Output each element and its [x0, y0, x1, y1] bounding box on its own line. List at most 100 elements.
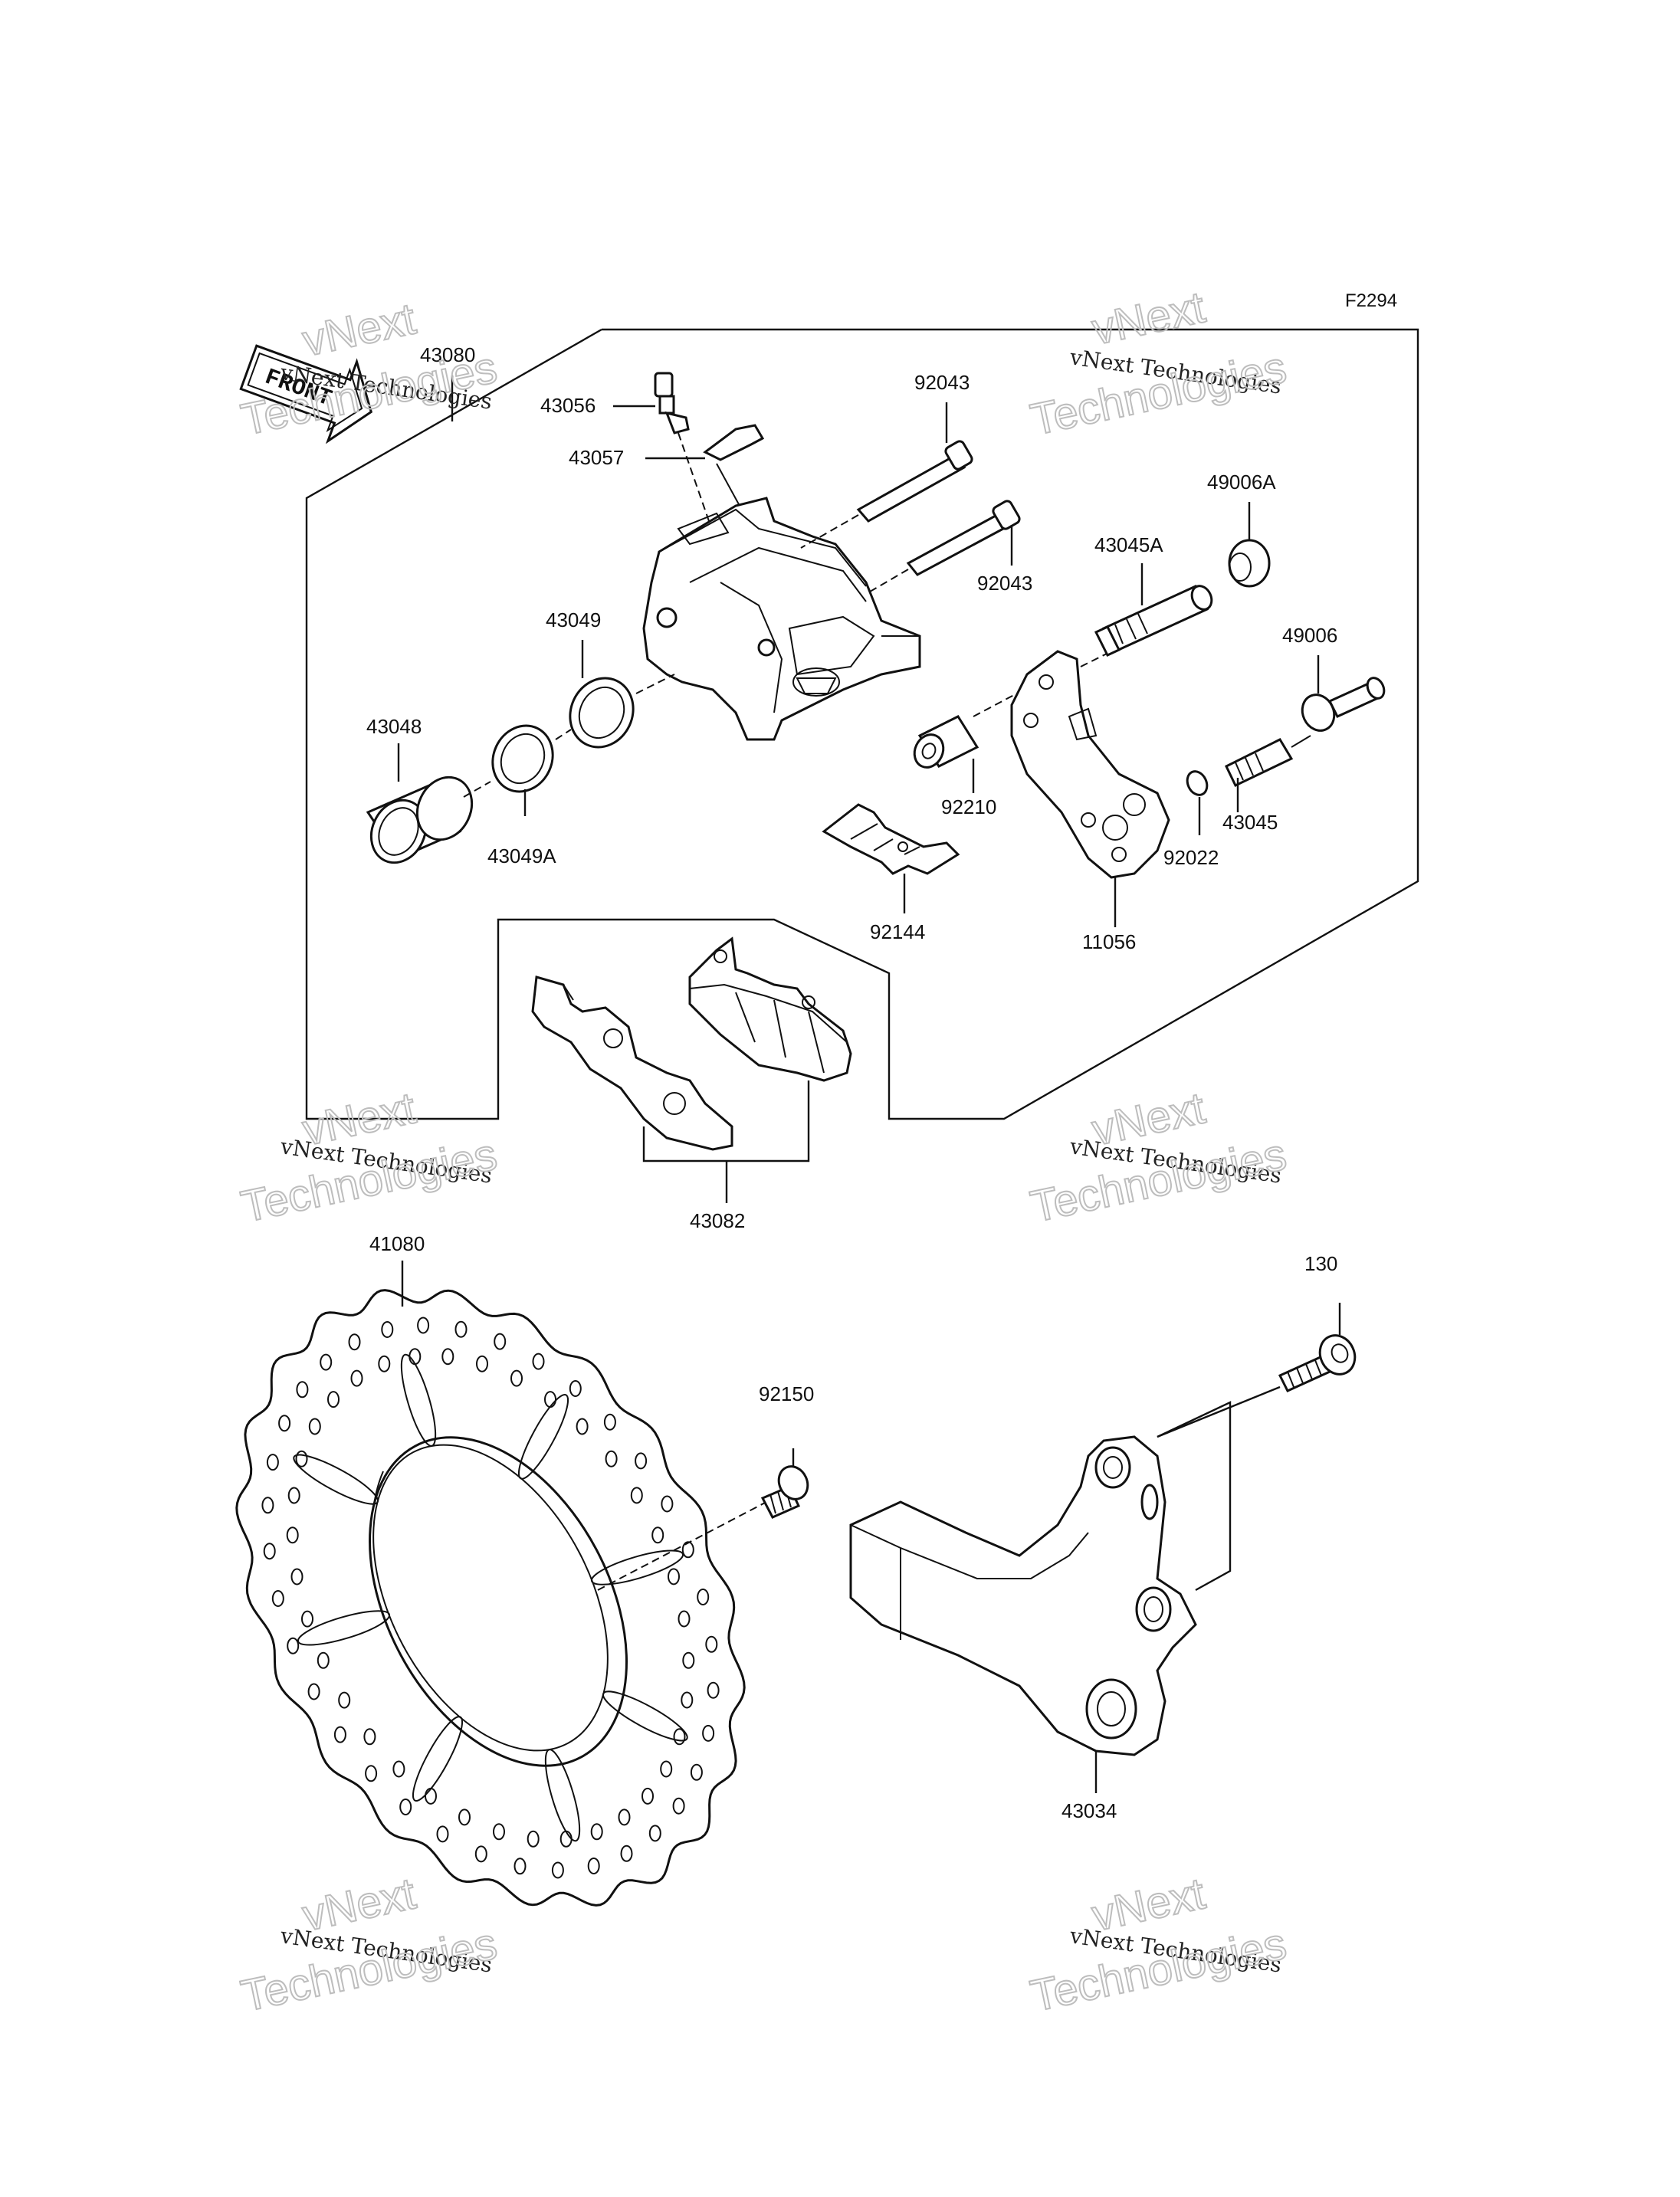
disc-hole: [705, 1635, 718, 1653]
disc-hole: [458, 1808, 471, 1826]
disc-hole: [682, 1651, 695, 1669]
part-label-43049A: 43049A: [487, 844, 556, 867]
disc-hole: [587, 1858, 600, 1874]
disc-hole: [651, 1526, 664, 1544]
disc-hole: [454, 1320, 468, 1338]
disc-hole: [494, 1333, 507, 1350]
caliper-pin-92043-lower: [865, 500, 1021, 595]
watermark-vnext-text: vNext: [1088, 1083, 1209, 1155]
disc-hole: [618, 1808, 631, 1826]
caliper-body: [642, 497, 921, 741]
disc-hole: [690, 1763, 703, 1781]
disc-hole: [301, 1610, 313, 1628]
dust-seal-43049A: [491, 724, 572, 793]
disc-hole: [350, 1369, 363, 1387]
disc-hole: [576, 1418, 589, 1435]
watermark-bottom-left: vNext Technologies vNext Technologies: [236, 1867, 502, 2022]
part-label-92022: 92022: [1163, 846, 1219, 869]
caliper-bracket-11056: [1010, 647, 1170, 879]
disc-hole: [271, 1590, 284, 1607]
disc-hole: [510, 1369, 523, 1387]
disc-hole: [474, 1845, 487, 1863]
part-label-43034: 43034: [1061, 1799, 1117, 1822]
part-label-92043b: 92043: [977, 572, 1032, 595]
disc-hole: [630, 1487, 643, 1504]
disc-hole: [317, 1651, 330, 1669]
disc-hole: [476, 1355, 488, 1372]
disc-hole: [661, 1495, 674, 1513]
watermark-vnext-text: vNext: [298, 1083, 420, 1155]
boot-49006: [1301, 677, 1386, 732]
part-label-92150: 92150: [759, 1382, 814, 1405]
disc-hole: [266, 1454, 279, 1471]
disc-hole: [295, 1450, 308, 1467]
watermark-mid-left: vNext Technologies vNext Technologies: [236, 1082, 502, 1232]
disc-hole: [333, 1726, 346, 1743]
bleeder-cap-43057: [703, 424, 765, 507]
disc-hole: [392, 1760, 405, 1778]
disc-hole: [641, 1787, 654, 1805]
disc-hole: [551, 1861, 564, 1879]
disc-hole: [569, 1380, 582, 1397]
disc-hole: [338, 1691, 351, 1709]
watermark-vnext-text: vNext: [1088, 282, 1209, 354]
watermark-vnext-text: vNext: [298, 293, 420, 366]
part-label-43057: 43057: [569, 446, 624, 469]
disc-hole: [673, 1728, 686, 1746]
watermark-vnext-text: vNext: [298, 1868, 420, 1940]
part-label-49006: 49006: [1282, 624, 1337, 647]
disc-hole: [590, 1823, 603, 1841]
disc-hole: [620, 1844, 633, 1862]
disc-hole: [307, 1683, 320, 1700]
part-label-43080: 43080: [420, 343, 475, 366]
bolt-130: [1157, 1303, 1357, 1438]
slide-pin-43045: [1225, 735, 1311, 788]
part-label-43045: 43045: [1222, 811, 1278, 834]
disc-hole: [605, 1450, 618, 1467]
sleeve-92210: [913, 681, 1039, 769]
disc-hole: [378, 1355, 391, 1372]
disc-hole: [493, 1823, 505, 1841]
disc-hole: [532, 1353, 545, 1370]
watermark-vnext-text: vNext: [1088, 1868, 1209, 1940]
part-label-92043a: 92043: [914, 371, 970, 394]
disc-hole: [320, 1353, 333, 1371]
part-label-41080: 41080: [369, 1232, 425, 1255]
brake-disc-41080: [235, 1289, 767, 1907]
brake-pad-set-43082: [531, 936, 852, 1203]
bleeder-screw-43056: [654, 372, 710, 522]
disc-hole: [287, 1637, 300, 1654]
watermark-bottom-right: vNext Technologies vNext Technologies: [1025, 1867, 1291, 2022]
disc-hole: [672, 1797, 685, 1815]
disc-hole: [327, 1391, 340, 1408]
disc-hole: [681, 1691, 694, 1709]
watermark-technologies-text: Technologies: [237, 1130, 501, 1232]
part-label-43045A: 43045A: [1094, 533, 1163, 556]
caliper-pin-92043-upper: [800, 440, 973, 549]
disc-hole: [702, 1724, 715, 1742]
disc-hole: [707, 1681, 720, 1699]
disc-slot: [293, 1454, 379, 1505]
boot-49006A: [1228, 539, 1271, 588]
piston-seal-43049: [569, 674, 675, 749]
diagram-code: F2294: [1345, 290, 1397, 311]
part-label-43056: 43056: [540, 394, 596, 417]
disc-slot: [590, 1549, 684, 1585]
disc-slot: [544, 1749, 581, 1842]
disc-slot: [297, 1610, 391, 1646]
front-arrow-icon: FRONT: [239, 344, 373, 444]
watermark-technologies-text: Technologies: [1026, 1919, 1291, 2022]
disc-hole: [648, 1825, 661, 1842]
disc-hole: [441, 1348, 454, 1366]
part-label-11056: 11056: [1082, 930, 1136, 953]
disc-hole: [348, 1333, 361, 1351]
assembly-frame-43080: [305, 328, 1419, 1120]
part-label-92210: 92210: [941, 795, 996, 818]
disc-hole: [697, 1589, 710, 1605]
disc-slot: [602, 1690, 688, 1742]
watermark-mid-right: vNext Technologies vNext Technologies: [1025, 1082, 1291, 1232]
disc-slot: [517, 1394, 569, 1480]
part-label-43082: 43082: [690, 1209, 745, 1232]
disc-hole: [527, 1830, 540, 1848]
